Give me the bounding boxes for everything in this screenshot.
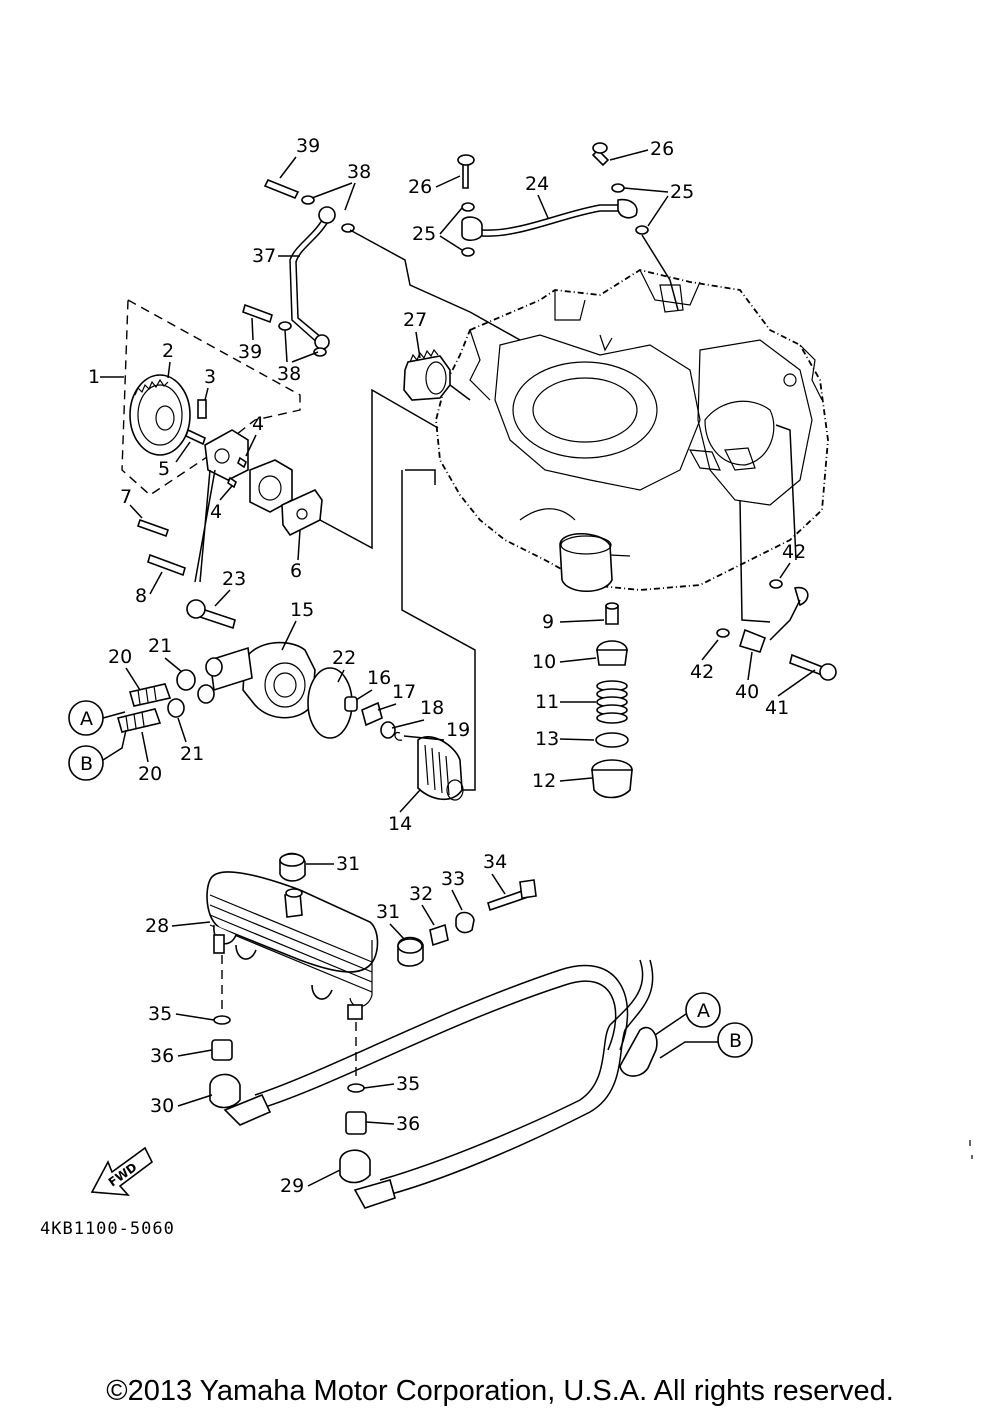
callout-26a: 26 [408, 176, 432, 198]
callout-35b: 35 [396, 1073, 420, 1095]
callout-31a: 31 [336, 853, 360, 875]
assembly-leader-lines [319, 388, 476, 791]
breather-union [716, 424, 837, 681]
callout-33: 33 [441, 868, 465, 890]
callout-36a: 36 [150, 1045, 174, 1067]
callout-5: 5 [158, 458, 170, 480]
callout-labels: 39 38 37 39 38 26 24 25 26 25 27 1 2 3 4… [88, 135, 816, 1197]
oil-filter-housing [167, 599, 316, 719]
callout-12: 12 [532, 770, 556, 792]
callout-31b: 31 [376, 901, 400, 923]
callout-13: 13 [535, 728, 559, 750]
callout-18: 18 [420, 697, 444, 719]
callout-2: 2 [162, 340, 174, 362]
callout-23: 23 [222, 568, 246, 590]
callout-27: 27 [403, 309, 427, 331]
callout-38b: 38 [277, 363, 301, 385]
callout-9: 9 [542, 611, 554, 633]
callout-4b: 4 [210, 501, 222, 523]
pump-screw [185, 428, 206, 446]
callout-6: 6 [290, 560, 302, 582]
callout-30: 30 [150, 1095, 174, 1117]
callout-37: 37 [252, 245, 276, 267]
connector-b-left: B [80, 753, 93, 775]
pump-gasket [281, 488, 323, 537]
callout-16: 16 [367, 667, 391, 689]
crankcase-body [435, 269, 829, 592]
callout-42a: 42 [782, 541, 806, 563]
filter-small-parts [344, 696, 403, 741]
cooler-hoses [209, 955, 658, 1209]
pump-cover [204, 429, 249, 481]
callout-8: 8 [135, 585, 147, 607]
callout-34: 34 [483, 851, 507, 873]
bolt-7 [136, 518, 170, 538]
callout-21b: 21 [180, 743, 204, 765]
pump-drive-gear [129, 374, 191, 456]
callout-28: 28 [145, 915, 169, 937]
callout-41: 41 [765, 697, 789, 719]
callout-4a: 4 [252, 413, 264, 435]
callout-38a: 38 [347, 161, 371, 183]
callout-29: 29 [280, 1175, 304, 1197]
callout-14: 14 [388, 813, 412, 835]
callout-25b: 25 [670, 181, 694, 203]
callout-42b: 42 [690, 661, 714, 683]
callout-26b: 26 [650, 138, 674, 160]
connector-markers: A B A B [68, 700, 753, 1059]
oil-pump-driven-gear [403, 348, 471, 401]
callout-40: 40 [735, 681, 759, 703]
callout-25a: 25 [412, 223, 436, 245]
oil-delivery-pipe-2 [242, 178, 521, 357]
callout-3: 3 [204, 366, 216, 388]
connector-a-left: A [80, 708, 93, 730]
relief-spring [596, 680, 628, 724]
oil-system-exploded-diagram: 39 38 37 39 38 26 24 25 26 25 27 1 2 3 4… [40, 135, 973, 1239]
scan-marks [969, 1140, 973, 1159]
callout-35a: 35 [148, 1003, 172, 1025]
callout-10: 10 [532, 651, 556, 673]
callout-7: 7 [120, 486, 132, 508]
oil-filter-element [417, 736, 464, 801]
callout-20b: 20 [138, 763, 162, 785]
pump-rotor-housing [249, 459, 293, 513]
callout-1: 1 [88, 366, 100, 388]
relief-valve-stack [591, 602, 633, 799]
oil-cooler [206, 852, 379, 1020]
dowel-pin [197, 399, 207, 419]
callout-32: 32 [409, 883, 433, 905]
cooler-fasteners [397, 879, 537, 967]
callout-39a: 39 [296, 135, 320, 157]
callout-11: 11 [535, 691, 559, 713]
connector-b-right: B [729, 1030, 742, 1052]
connector-a-right: A [697, 1000, 710, 1022]
copyright-notice: ©2013 Yamaha Motor Corporation, U.S.A. A… [106, 1375, 894, 1407]
callout-19: 19 [446, 719, 470, 741]
callout-36b: 36 [396, 1113, 420, 1135]
callout-24: 24 [525, 173, 549, 195]
callout-17: 17 [392, 681, 416, 703]
drawing-code: 4KB1100-5060 [40, 1219, 175, 1239]
callout-15: 15 [290, 599, 314, 621]
bolt-8 [147, 553, 186, 577]
hose-fittings [117, 683, 172, 733]
callout-22: 22 [332, 647, 356, 669]
callout-39b: 39 [238, 341, 262, 363]
callout-21a: 21 [148, 635, 172, 657]
oil-delivery-pipe-1 [457, 142, 679, 311]
oil-pump-group [121, 298, 323, 583]
forward-direction-arrow: FWD [90, 1146, 154, 1196]
callout-20a: 20 [108, 646, 132, 668]
